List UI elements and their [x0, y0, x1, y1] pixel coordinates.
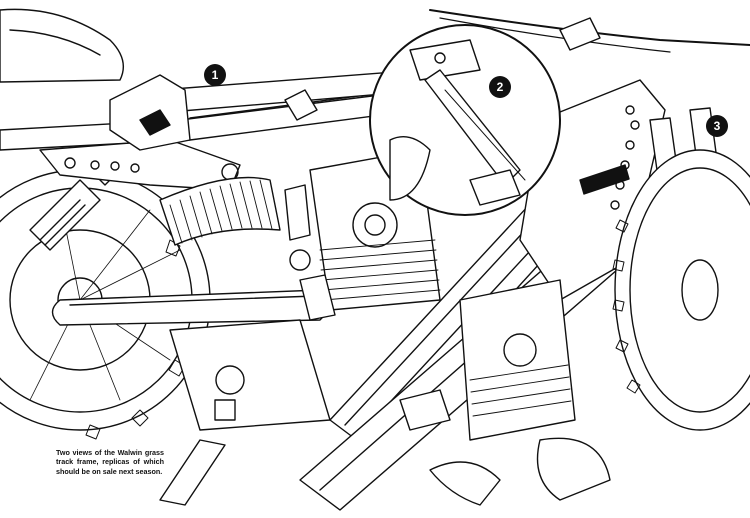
- engine-right: [459, 279, 576, 441]
- footrest: [399, 389, 611, 506]
- front-wheel: [612, 149, 750, 431]
- callout-3-marker: 3: [706, 115, 728, 137]
- air-hose: [159, 176, 281, 246]
- fuel-tank-left: [0, 8, 124, 83]
- handlebars: [429, 9, 750, 53]
- seat-bracket: [109, 74, 318, 151]
- callout-2-marker: 2: [489, 76, 511, 98]
- figure-caption: Two views of the Walwin grass track fram…: [56, 448, 164, 476]
- magnifier-inset: [369, 24, 561, 216]
- crankcase: [159, 319, 331, 506]
- exhaust-pipe: [51, 274, 336, 326]
- callout-1-marker: 1: [204, 64, 226, 86]
